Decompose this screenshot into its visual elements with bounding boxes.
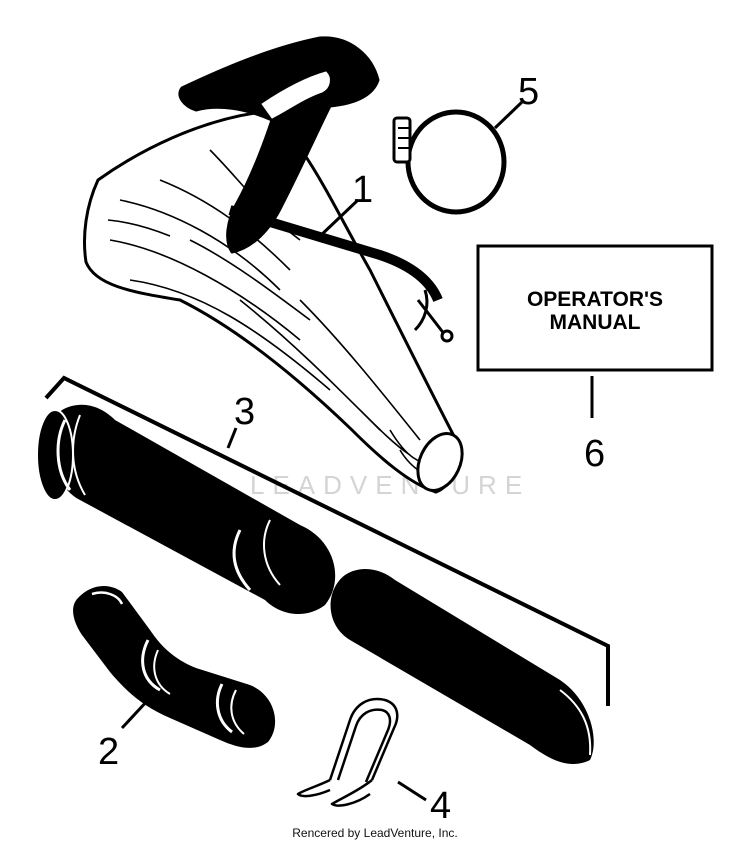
watermark-text: LEADVENTURE <box>250 470 530 500</box>
callout-3: 3 <box>234 391 255 433</box>
hose-clamp <box>392 109 507 215</box>
collection-bag <box>83 36 464 494</box>
elbow-tube <box>73 586 276 748</box>
wire-clip <box>296 697 399 807</box>
leader-lines <box>120 100 594 802</box>
callout-2: 2 <box>98 731 119 773</box>
blower-tubes <box>36 375 610 765</box>
manual-line-1: OPERATOR'S <box>527 288 663 311</box>
callout-4: 4 <box>430 785 451 827</box>
operators-manual: OPERATOR'S MANUAL <box>476 244 714 372</box>
footer-credit: Rencered by LeadVenture, Inc. <box>292 826 458 840</box>
callout-6: 6 <box>584 433 605 475</box>
manual-line-2: MANUAL <box>550 311 641 334</box>
callout-5: 5 <box>518 71 539 113</box>
callout-1: 1 <box>352 169 373 211</box>
